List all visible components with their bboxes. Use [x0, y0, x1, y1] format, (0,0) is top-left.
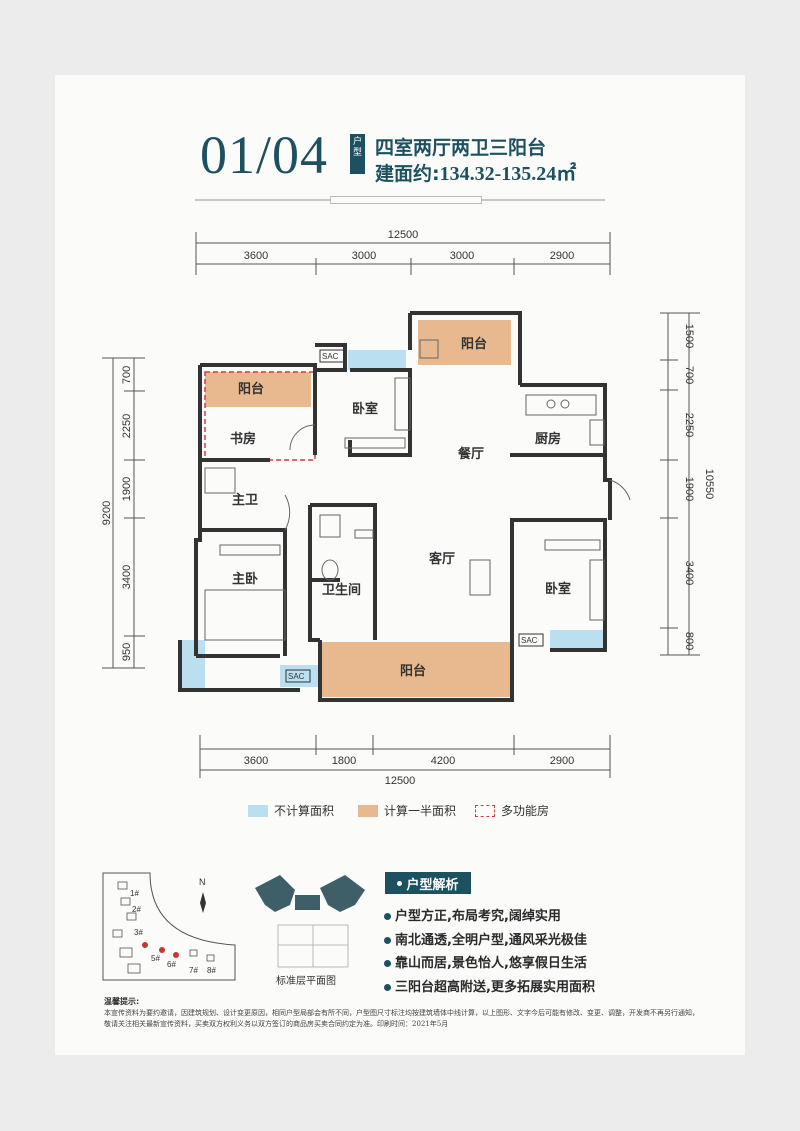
- room-study: 书房: [230, 431, 256, 446]
- notice-title: 温馨提示:: [104, 997, 140, 1006]
- area-value: 134.32-135.24㎡: [439, 163, 577, 185]
- analysis-heading-text: 户型解析: [406, 877, 459, 893]
- standard-floor-label: 标准层平面图: [276, 976, 336, 987]
- room-master-bath: 主卫: [232, 492, 258, 507]
- heading-dot-icon: [397, 880, 403, 886]
- walls: [178, 311, 612, 702]
- ac-platform-east: [550, 630, 605, 652]
- dim-top-3: 3000: [450, 250, 474, 262]
- notice-text: 本宣传资料为要约邀请，因建筑规划、设计变更原因，相同户型局部会有所不同，户型图尺…: [104, 1009, 699, 1028]
- analysis-point: 三阳台超高附送,更多拓展实用面积: [384, 976, 595, 1000]
- dim-right-4: 1900: [683, 477, 695, 501]
- dim-bottom-2: 1800: [332, 755, 356, 767]
- analysis-point-text: 三阳台超高附送,更多拓展实用面积: [395, 979, 595, 995]
- dim-right-6: 800: [683, 632, 695, 650]
- dim-right-1: 1500: [683, 324, 695, 348]
- legend-swatch-blue: [248, 804, 268, 817]
- room-balcony-bottom: 阳台: [400, 663, 426, 678]
- analysis-point: 靠山而居,景色怡人,悠享假日生活: [384, 952, 595, 976]
- dim-left-1: 700: [121, 366, 133, 384]
- dim-bottom-3: 4200: [431, 755, 455, 767]
- unit-number: 01/04: [200, 125, 329, 185]
- legend-label-half-counted: 计算一半面积: [384, 804, 457, 818]
- fixtures: [204, 339, 631, 641]
- legend-label-multi-room: 多功能房: [501, 804, 550, 818]
- balcony-nw-fill: [205, 372, 311, 407]
- legend-label-not-counted: 不计算面积: [274, 804, 335, 818]
- dimension-labels: 12500 3600 3000 3000 2900 3600 1800 4200…: [101, 229, 715, 787]
- ac-labels: SAC SAC SAC: [285, 349, 544, 683]
- room-labels: 阳台 阳台 书房 卧室 餐厅 厨房 主卫 客厅 卧室 主卧 卫生间 阳台: [230, 336, 571, 678]
- bullet-dot-icon: [384, 936, 391, 944]
- analysis-point-text: 户型方正,布局考究,阔绰实用: [395, 909, 561, 924]
- dim-left-2: 2250: [121, 414, 133, 438]
- ac-label-south: SAC: [288, 672, 305, 681]
- room-living: 客厅: [429, 551, 455, 566]
- area-line: 建面约:134.32-135.24㎡: [375, 157, 576, 186]
- room-master-bedroom: 主卧: [232, 571, 258, 586]
- ac-label-east: SAC: [521, 636, 538, 645]
- dim-left-5: 950: [121, 643, 133, 661]
- unit-badge: 户型: [350, 134, 365, 174]
- legend-not-counted: 不计算面积: [248, 802, 334, 819]
- ac-platform-north: [348, 350, 406, 370]
- dim-right-3: 2250: [683, 413, 695, 437]
- title-divider-box: [330, 196, 482, 204]
- legend-swatch-dashed: [475, 804, 495, 817]
- floor-plan: 12500 3600 3000 3000 2900 3600 1800 4200…: [101, 229, 715, 787]
- ac-label-north: SAC: [322, 352, 339, 361]
- analysis-point: 户型方正,布局考究,阔绰实用: [384, 905, 595, 929]
- compass-north-label: N: [199, 877, 206, 887]
- dim-top-1: 3600: [244, 250, 268, 262]
- bullet-dot-icon: [384, 913, 391, 920]
- bullet-dot-icon: [384, 983, 391, 991]
- dim-left-3: 1900: [121, 477, 133, 501]
- analysis-point: 南北通透,全明户型,通风采光极佳: [384, 929, 595, 953]
- room-bedroom-east: 卧室: [545, 581, 571, 596]
- dim-right-2: 700: [683, 366, 695, 384]
- dim-top-4: 2900: [550, 250, 574, 262]
- room-balcony-nw: 阳台: [238, 381, 264, 396]
- area-prefix: 建面约:: [375, 163, 440, 185]
- legend-half-counted: 计算一半面积: [358, 802, 456, 819]
- dim-bottom-1: 3600: [244, 755, 268, 767]
- dim-top-total: 12500: [388, 229, 419, 241]
- analysis-list: 户型方正,布局考究,阔绰实用 南北通透,全明户型,通风采光极佳 靠山而居,景色怡…: [384, 905, 595, 999]
- ac-platform-west: [180, 640, 205, 688]
- dim-left-4: 3400: [121, 565, 133, 589]
- legend-multi-room: 多功能房: [475, 802, 549, 819]
- room-bathroom: 卫生间: [322, 582, 361, 597]
- analysis-point-text: 靠山而居,景色怡人,悠享假日生活: [395, 956, 587, 971]
- bullet-dot-icon: [384, 960, 391, 967]
- room-dining: 餐厅: [457, 446, 484, 461]
- dim-top-2: 3000: [352, 250, 376, 262]
- analysis-point-text: 南北通透,全明户型,通风采光极佳: [395, 932, 587, 948]
- layout-description: 四室两厅两卫三阳台: [375, 137, 547, 159]
- room-kitchen: 厨房: [535, 431, 561, 446]
- dim-right-total: 10550: [703, 469, 715, 500]
- dimension-lines: [102, 232, 700, 778]
- room-bedroom-north: 卧室: [352, 401, 378, 416]
- room-balcony-top: 阳台: [461, 336, 487, 351]
- balcony-bottom-fill: [320, 642, 512, 697]
- dim-bottom-4: 2900: [550, 755, 574, 767]
- dim-bottom-total: 12500: [385, 775, 416, 787]
- analysis-heading: 户型解析: [385, 872, 471, 894]
- dim-left-total: 9200: [101, 501, 113, 525]
- dim-right-5: 3400: [683, 561, 695, 585]
- legend-swatch-orange: [358, 804, 378, 817]
